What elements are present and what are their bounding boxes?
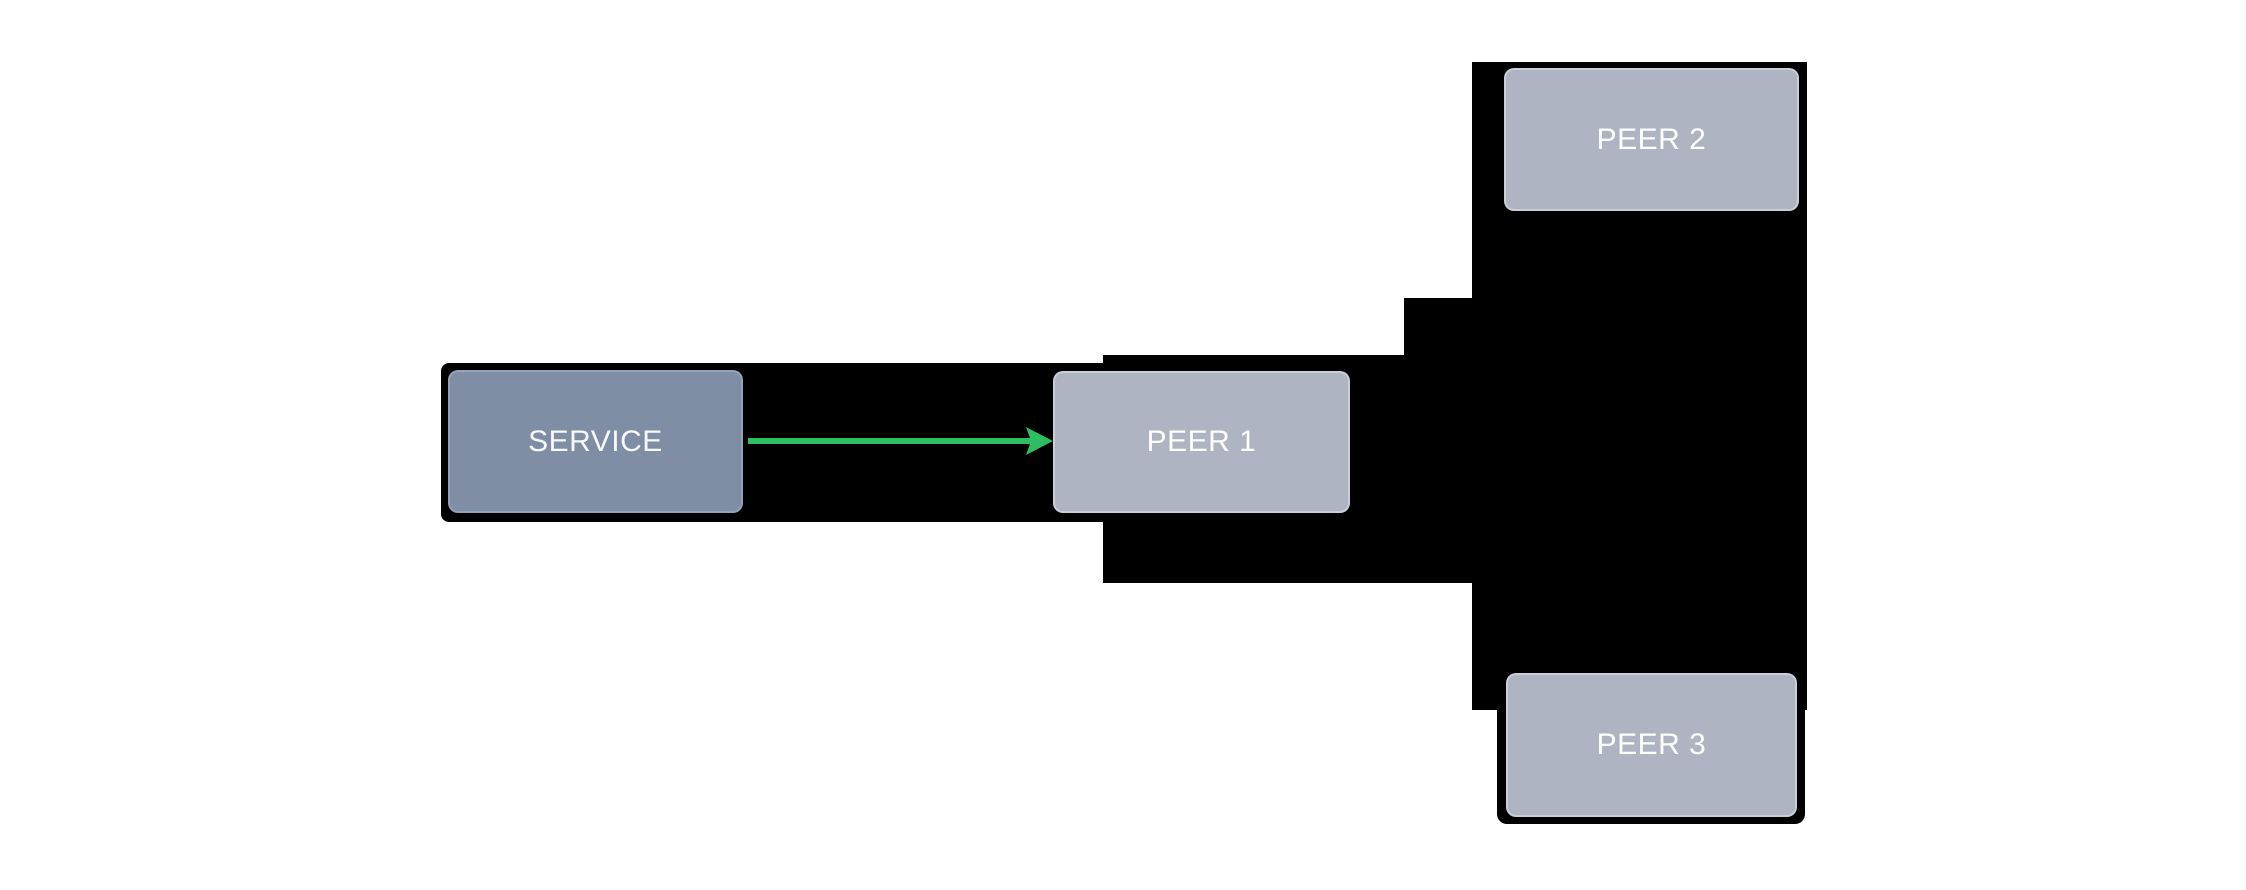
node-peer3: PEER 3 <box>1506 673 1797 817</box>
node-peer1: PEER 1 <box>1053 371 1350 513</box>
edge-service-to-peer1 <box>748 427 1053 455</box>
edge-arrowhead-icon <box>1026 427 1053 455</box>
node-service-label: SERVICE <box>528 424 663 458</box>
node-peer1-label: PEER 1 <box>1146 425 1257 458</box>
node-peer3-label: PEER 3 <box>1596 728 1707 761</box>
node-peer2: PEER 2 <box>1504 68 1799 211</box>
node-peer2-label: PEER 2 <box>1596 122 1707 156</box>
node-service: SERVICE <box>448 370 743 513</box>
connector-block-notch <box>1404 298 1473 358</box>
